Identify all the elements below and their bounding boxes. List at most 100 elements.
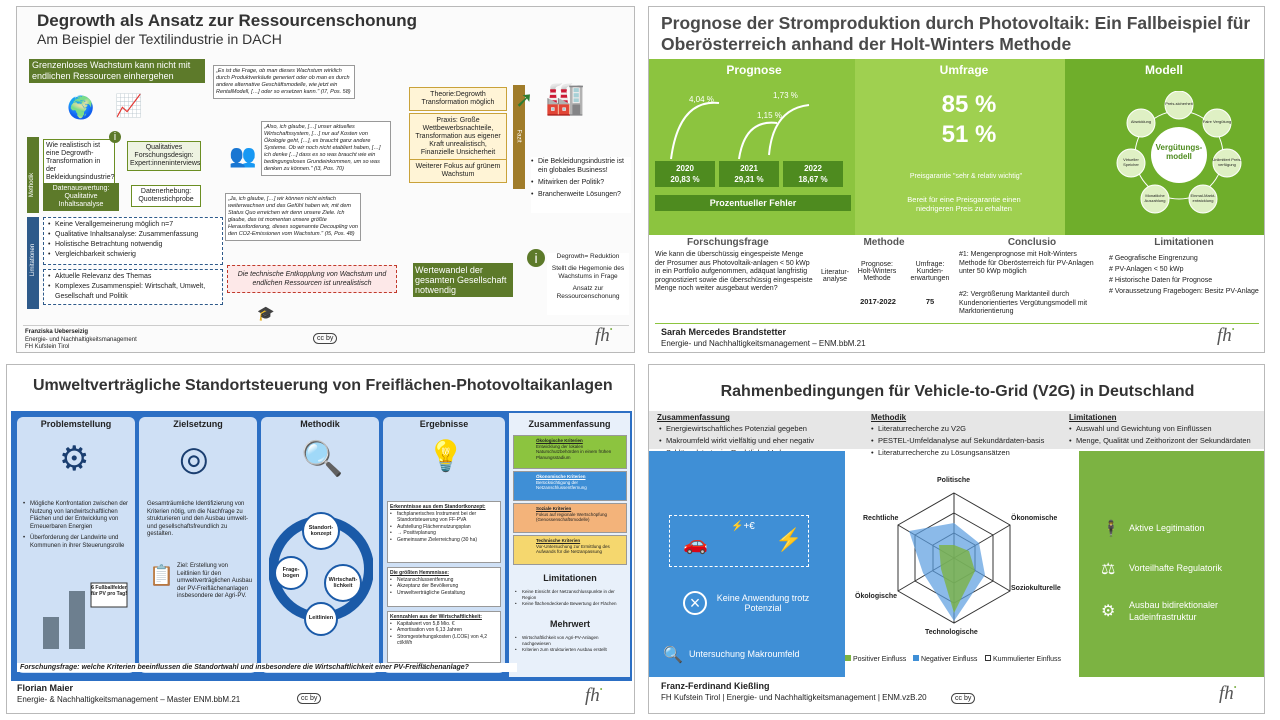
praxis-box: Praxis: Große Wettbewerbsnachteile, Tran…	[409, 113, 507, 161]
method-item: Literaturrecherche zu V2G	[871, 423, 1067, 435]
pct-51: 51 %	[941, 121, 997, 148]
license-icon: cc by	[951, 693, 976, 704]
col-head: Zielsetzung	[173, 419, 223, 429]
radar-label: Ökonomische	[1011, 515, 1058, 522]
radar-label: Ökologische	[855, 593, 898, 600]
dept: FH Kufstein Tirol | Energie- und Nachhal…	[661, 693, 927, 702]
h-limitationen: Limitationen	[1154, 237, 1214, 248]
farmer-icon: ⚙	[59, 440, 90, 478]
info-box: Degrowth= Reduktion Stellt die Hegemonie…	[547, 253, 629, 315]
v2g-box	[669, 515, 809, 567]
lim-item: Auswahl und Gewichtung von Einflüssen	[1069, 423, 1259, 435]
lim-list: Keine Einsicht der Netzanschlusspunkte i…	[515, 589, 627, 607]
col-head: Zusammenfassung	[528, 419, 611, 429]
col-head: Problemstellung	[40, 419, 112, 429]
magnifier-icon: 🔍	[301, 440, 344, 478]
model-item: Abwicklung	[1130, 119, 1152, 124]
model-item: Preis-sicherheit	[1165, 101, 1193, 106]
meth-lit: Literatur-analyse	[820, 269, 849, 283]
fh-logo: fh•	[595, 325, 613, 346]
banner: Grenzenloses Wachstum kann nicht mit end…	[29, 59, 205, 83]
model-center: Vergütungs-modell	[1155, 143, 1203, 161]
model-item: Monatliche Auszahlung	[1144, 193, 1166, 203]
col-head: Ergebnisse	[419, 419, 469, 429]
col-ziel	[139, 417, 257, 673]
h-modell: Modell	[1145, 63, 1183, 77]
car-icon: 🚗	[683, 533, 708, 555]
erg-item: Akzeptanz der Bevölkerung	[390, 583, 498, 590]
right-item: Aktive Legitimation	[1129, 523, 1205, 533]
lim-item: Vergleichbarkeit schwierig	[48, 250, 218, 260]
h-mehrwert: Mehrwert	[549, 619, 590, 629]
poster-degrowth: Degrowth als Ansatz zur Ressourcenschonu…	[16, 6, 635, 353]
col-head: Methodik	[300, 419, 340, 429]
dept: Energie- und Nachhaltigkeitsmanagement –…	[661, 339, 866, 348]
fazit-bar	[513, 85, 525, 189]
no-application: Keine Anwendung trotz Potenzial	[716, 593, 810, 613]
sum-text: Berücksichtigung der Netzanschlussentfer…	[536, 479, 587, 491]
lim-label: Limitationen	[30, 243, 37, 277]
h-methodik: Methodik	[871, 413, 907, 422]
summary-item: Makroumfeld wirkt vielfältig und eher ne…	[659, 435, 859, 447]
poster-title: Degrowth als Ansatz zur Ressourcenschonu…	[37, 11, 418, 30]
meth-umf: Umfrage: Kunden-erwartungen	[910, 261, 950, 282]
fh-logo: fh•	[1219, 683, 1237, 704]
globe-icon: 🌍	[67, 95, 95, 120]
lim-list: # Geografische Eingrenzung # PV-Anlagen …	[1109, 253, 1259, 313]
growth-2: 1,15 %	[757, 111, 782, 120]
lim-sidebar	[27, 217, 39, 309]
poster-v2g: Rahmenbedingungen für Vehicle-to-Grid (V…	[648, 364, 1265, 714]
macro-label: Untersuchung Makroumfeld	[689, 649, 800, 659]
design-box: Qualitatives Forschungsdesign: Expert:in…	[127, 141, 201, 171]
meth-n: 75	[925, 297, 935, 306]
method-label: Methodik	[29, 172, 36, 198]
radar-label: Soziokulturelle	[1011, 585, 1061, 592]
radar-label: Politische	[937, 477, 971, 484]
theory-box: Theorie:Degrowth Transformation möglich	[409, 87, 507, 111]
license-icon: cc by	[297, 693, 322, 704]
info-line: Degrowth= Reduktion	[556, 253, 620, 260]
author: Florian Maier	[17, 683, 74, 693]
band-mid	[855, 59, 1065, 235]
lim-list: Auswahl und Gewichtung von EinflüssenMen…	[1069, 423, 1259, 447]
right-item: Vorteilhafte Regulatorik	[1129, 563, 1223, 573]
author: Franziska Ueberseizig	[25, 329, 89, 335]
lim-item: Holistische Betrachtung notwendig	[48, 240, 218, 250]
erg-item: fachplanerisches Instrument bei der Stan…	[390, 511, 498, 524]
problem-note: 6 Fußballfelder für PV pro Tag!	[91, 585, 127, 597]
sum-text: Vor-Untersuchung zur Ermittlung des Aufw…	[536, 543, 610, 555]
lim-item: Keine flächendeckende Bewertung der Fläc…	[515, 601, 627, 607]
pct-85: 85 %	[941, 91, 997, 118]
problem-list: Mögliche Konfrontation zwischen der Nutz…	[23, 501, 131, 550]
lim-item: Keine Verallgemeinerung möglich n=7	[48, 220, 218, 230]
erg-item: Aufstellung Flächennutzungsplan	[390, 524, 498, 531]
lim-item: # Voraussetzung Fragebogen: Besitz PV-An…	[1109, 288, 1259, 295]
poster-title: Rahmenbedingungen für Vehicle-to-Grid (V…	[720, 383, 1195, 400]
info-icon: i	[109, 131, 121, 143]
cycle-step: Leitlinien	[308, 615, 334, 621]
sum-head: Ökologische Kriterien	[536, 438, 583, 443]
fazit-item: Mitwirken der Politik?	[531, 178, 631, 187]
forschungsfrage: Wie kann die überschüssig eingespeiste M…	[655, 251, 813, 292]
growth-3: 1,73 %	[773, 91, 798, 100]
method-item: PESTEL-Umfeldanalyse auf Sekundärdaten-b…	[871, 435, 1067, 447]
model-item: Faire Vergütung	[1202, 119, 1232, 124]
mehr-item: Kriterien zum strukturierten Ausbau erst…	[515, 647, 627, 653]
green-chevron	[1079, 451, 1264, 677]
close-circle-icon: ×	[683, 591, 707, 615]
h-summary: Zusammenfassung	[657, 413, 730, 422]
cycle-step: Frage-bogen	[282, 567, 300, 579]
sum-head: Soziale Kriterien	[536, 506, 572, 511]
sum-head: Technische Kriterien	[536, 538, 581, 543]
h-prognose: Prognose	[726, 63, 782, 77]
mehr-list: Wirtschaftlichkeit von Agri-PV-Anlagen n…	[515, 635, 627, 653]
sum-text: Entwicklung der lokalen Naturschutzbehör…	[536, 443, 612, 460]
meth-prog: Prognose: Holt-Winters Methode	[857, 261, 897, 282]
info-icon-large: i	[527, 249, 545, 267]
problem-item: Mögliche Konfrontation zwischen der Nutz…	[23, 501, 131, 531]
ziel-text-2: Ziel: Erstellung von Leitlinien für den …	[177, 563, 253, 599]
method-cycle	[269, 512, 373, 636]
summary-item: Energiewirtschaftliches Potenzial gegebe…	[659, 423, 859, 435]
